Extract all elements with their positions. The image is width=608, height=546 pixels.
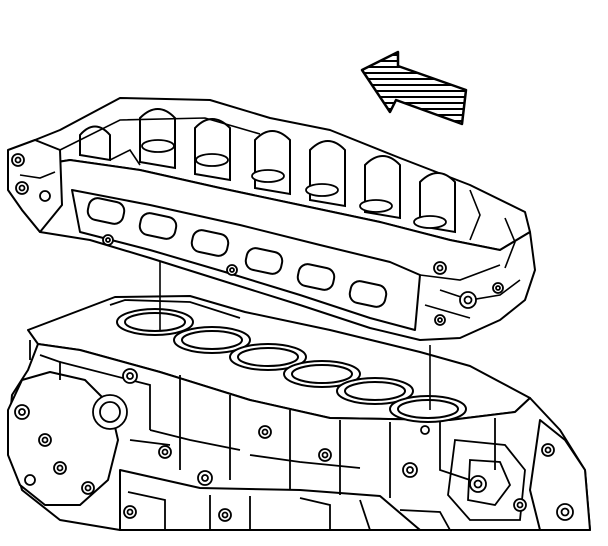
intake-port-3 [190, 229, 230, 257]
intake-port-4 [244, 247, 284, 275]
cylinder-bore-2 [173, 326, 251, 354]
head-bolt-bosses [11, 153, 504, 326]
cylinder-bore-3 [229, 343, 307, 371]
intake-port-6 [348, 280, 388, 308]
cylinder-bore-1 [116, 308, 194, 336]
cylinder-bore-5 [336, 377, 414, 405]
intake-ports [86, 197, 388, 308]
block-lower-skirt [119, 469, 421, 531]
intake-port-1 [86, 197, 126, 225]
spark-plug-bores [141, 139, 447, 229]
alignment-dowels [159, 262, 431, 410]
block-bolt-bosses [14, 313, 574, 522]
intake-port-2 [138, 212, 178, 240]
cylinder-bore-6 [389, 395, 467, 423]
intake-port-5 [296, 263, 336, 291]
block-details [29, 299, 526, 531]
cylinder-bores [116, 308, 467, 423]
head-details [19, 117, 521, 319]
direction-arrow-icon [360, 50, 468, 126]
block-timing-housing [7, 371, 119, 506]
cylinder-bore-4 [283, 360, 361, 388]
